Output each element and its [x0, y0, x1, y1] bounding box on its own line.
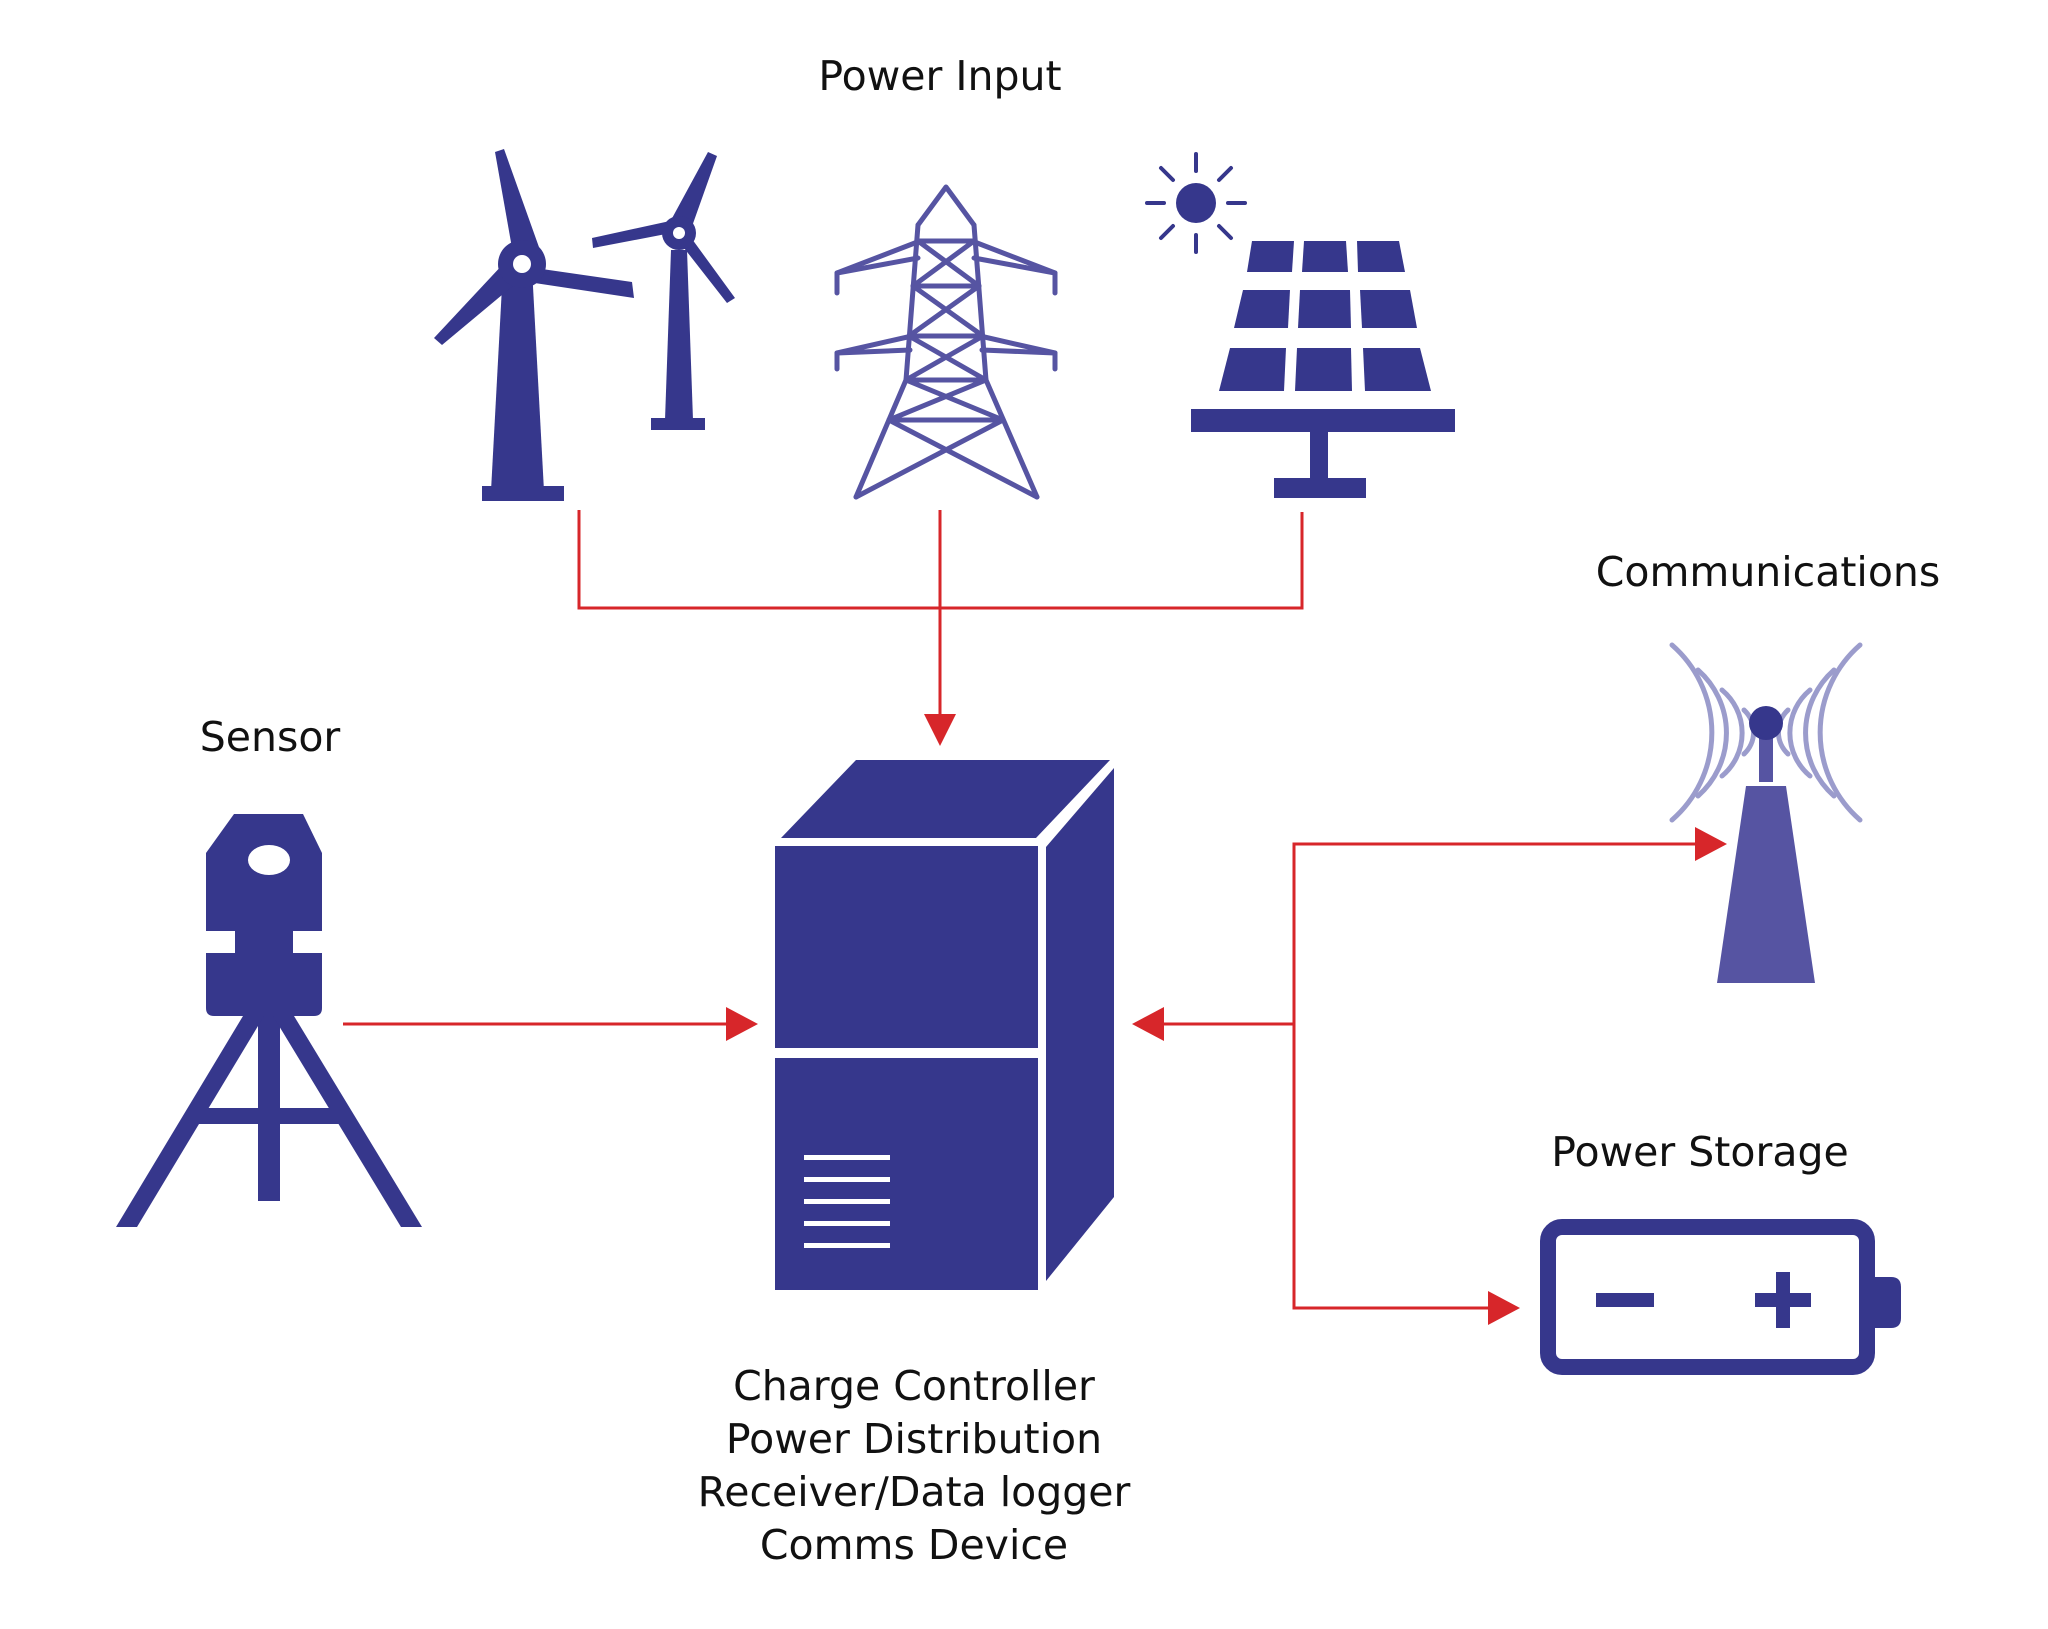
controller-cabinet-icon: [775, 760, 1114, 1290]
sensor-label: Sensor: [199, 713, 341, 761]
power-input-label: Power Input: [818, 52, 1062, 100]
solar-panel-icon: [1191, 241, 1455, 498]
power-storage-label: Power Storage: [1551, 1128, 1849, 1176]
controller-line-power-distribution: Power Distribution: [725, 1415, 1103, 1463]
battery-minus-icon: [1596, 1293, 1654, 1307]
sensor-connector: [343, 1007, 758, 1041]
controller-line-comms-device: Comms Device: [759, 1521, 1069, 1569]
controller-line-receiver-data-logger: Receiver/Data logger: [697, 1468, 1131, 1516]
power-input-connector: [577, 510, 1304, 716]
communications-label: Communications: [1595, 548, 1941, 596]
radio-tower-icon: [1669, 642, 1863, 983]
transmission-tower-icon: [834, 184, 1058, 500]
battery-icon: [1540, 1219, 1901, 1375]
comms-storage-connector: [1132, 827, 1727, 1325]
arrow-into-controller-top: [924, 714, 956, 746]
battery-plus-icon: [1755, 1272, 1811, 1328]
controller-description: Charge Controller Power Distribution Rec…: [698, 1360, 1131, 1572]
wind-turbine-icon: [434, 149, 735, 501]
sun-icon: [1145, 152, 1247, 254]
surveyor-tripod-icon: [116, 814, 422, 1227]
controller-line-charge-controller: Charge Controller: [733, 1362, 1095, 1410]
